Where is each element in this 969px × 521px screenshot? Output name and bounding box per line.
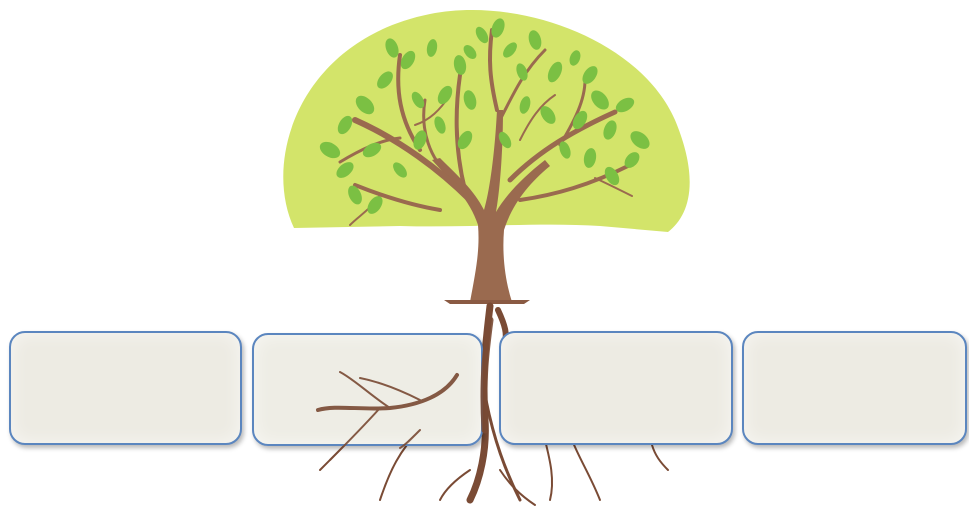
ground-line bbox=[444, 300, 530, 304]
tree-canopy bbox=[283, 9, 690, 232]
box-1-label bbox=[118, 380, 134, 396]
tree-branches bbox=[338, 28, 633, 226]
empty-text-box-1[interactable] bbox=[9, 331, 242, 445]
box-3-label bbox=[608, 380, 624, 396]
empty-text-box-4[interactable] bbox=[742, 331, 967, 445]
tree-trunk bbox=[432, 110, 550, 302]
empty-text-box-3[interactable] bbox=[499, 331, 733, 445]
box-2-label bbox=[360, 382, 376, 398]
empty-text-box-2[interactable] bbox=[252, 333, 483, 446]
tree-leaves bbox=[319, 18, 650, 214]
box-4-label bbox=[847, 380, 863, 396]
